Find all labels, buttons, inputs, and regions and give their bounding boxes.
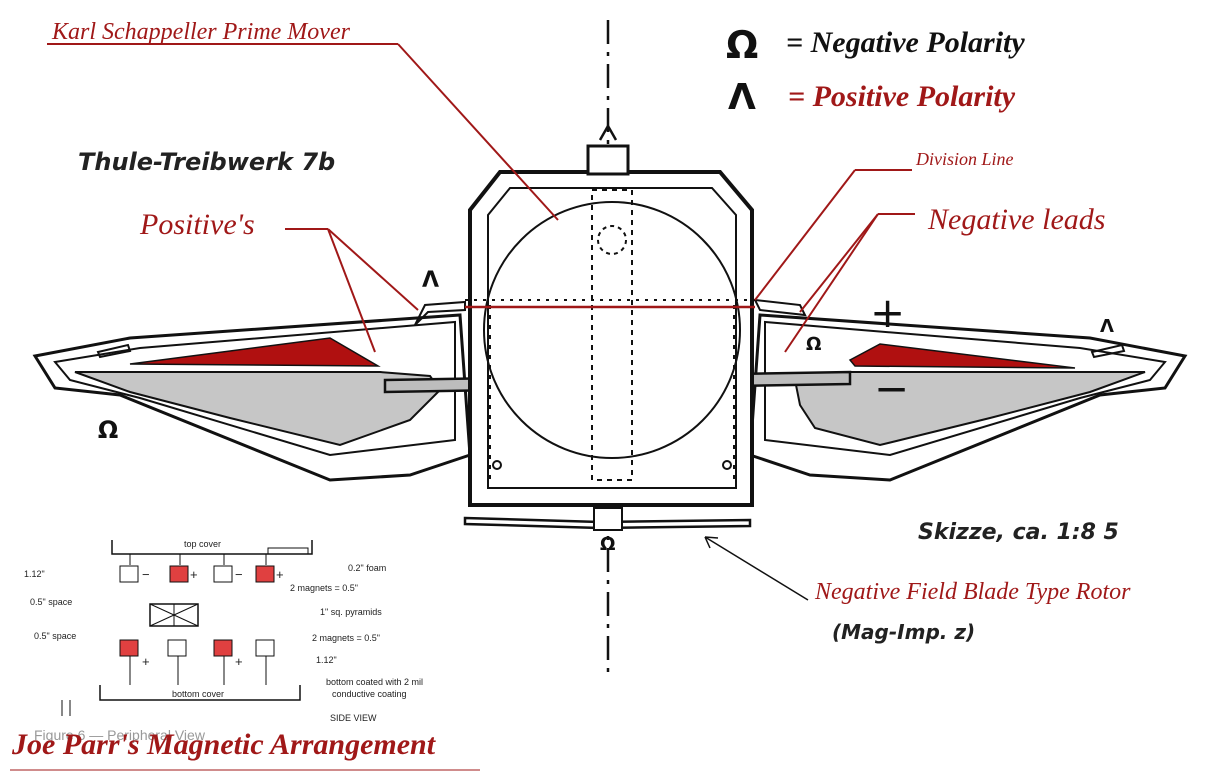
left-negative-symbol: Ω	[98, 416, 119, 444]
inset-mag-8	[255, 639, 275, 657]
leader-title-diag	[397, 43, 559, 221]
inset-dim-bottom-label: 1.12"	[316, 655, 337, 665]
inset-mag-6	[167, 639, 187, 657]
inset-plus-1: +	[190, 567, 198, 582]
shaft-ring	[597, 225, 627, 255]
leader-positives-b	[327, 228, 376, 353]
leader-neg-a	[799, 213, 879, 313]
right-wing-outline	[748, 313, 1188, 482]
sketch-title: Thule-Treibwerk 7b	[78, 148, 336, 176]
title-label: Karl Schappeller Prime Mover	[52, 19, 350, 45]
inset-magnets-top-label: 2 magnets = 0.5"	[290, 583, 358, 593]
right-negative-symbol: Ω	[806, 334, 822, 355]
central-shaft	[591, 189, 633, 481]
housing-cap	[586, 144, 630, 176]
mag-imp-label: (Mag-Imp. z)	[832, 620, 976, 644]
caption-label: Joe Parr's Magnetic Arrangement	[12, 728, 436, 761]
inset-minus-1: −	[142, 567, 150, 582]
housing-inner	[487, 187, 737, 489]
inset-coating-2: conductive coating	[332, 689, 407, 699]
division-line-label: Division Line	[916, 149, 1014, 169]
right-red-area	[848, 343, 1076, 369]
inset-bottom-cover	[99, 685, 301, 701]
inset-mag-3	[213, 565, 233, 583]
bolt-left	[492, 460, 502, 470]
right-positive-symbol: Λ	[1100, 316, 1114, 337]
inset-side-view: SIDE VIEW	[330, 713, 377, 723]
left-lead	[414, 300, 466, 326]
left-red-area	[129, 337, 381, 367]
leader-positives-a	[327, 228, 419, 311]
leader-rotor-arrow	[704, 536, 719, 549]
right-tip-blade	[1090, 343, 1126, 359]
leader-division-d	[754, 169, 856, 301]
inset-mag-1	[119, 565, 139, 583]
scale-note: Skizze, ca. 1:8 5	[918, 520, 1119, 545]
inset-figure-caption: Figure 6 — Peripheral View	[34, 727, 205, 743]
rotor-hub	[593, 507, 623, 531]
inset-foam	[267, 547, 309, 555]
left-positive-symbol: Λ	[422, 268, 440, 293]
positive-polarity-icon: Λ	[728, 77, 756, 118]
inset-mag-5	[119, 639, 139, 657]
inset-top-cover-label: top cover	[184, 539, 222, 549]
bolt-right	[722, 460, 732, 470]
negative-polarity-icon: Ω	[726, 23, 759, 67]
inset-pyramids-label: 1" sq. pyramids	[320, 607, 382, 617]
inset-dim-top-label: 1.12"	[24, 569, 45, 579]
left-tip-blade	[96, 343, 132, 359]
inset-mag-2	[169, 565, 189, 583]
inset-magnets-bottom-label: 2 magnets = 0.5"	[312, 633, 380, 643]
negative-polarity-label: = Negative Polarity	[786, 26, 1025, 59]
inset-bottom-cover-label: bottom cover	[172, 689, 225, 699]
negative-leads-label: Negative leads	[928, 203, 1106, 236]
inset-mag-7	[213, 639, 233, 657]
top-arrow	[598, 123, 618, 141]
inset-figure	[61, 540, 313, 716]
inset-plus-3: +	[142, 654, 150, 669]
inset-foam-label: 0.2" foam	[348, 563, 387, 573]
minus-sign: −	[874, 364, 910, 413]
prime-mover-circle	[483, 201, 741, 459]
left-wing-inner	[53, 320, 456, 457]
housing-outer	[468, 170, 754, 507]
leader-neg-b	[784, 213, 879, 353]
inset-pyramid-x	[149, 603, 199, 627]
left-gray-area	[74, 371, 442, 447]
inset-plus-2: +	[276, 567, 284, 582]
inset-coating-1: bottom coated with 2 mil	[326, 677, 424, 687]
left-wing-outline	[32, 313, 472, 482]
plus-sign: +	[870, 288, 906, 337]
inset-space-top-label: 0.5" space	[30, 597, 73, 607]
inset-top-cover	[111, 540, 313, 555]
leader-rotor	[704, 536, 809, 601]
inset-mag-4	[255, 565, 275, 583]
rotor-negative-symbol: Ω	[600, 534, 616, 555]
right-wing-inner	[764, 320, 1167, 457]
right-lead	[753, 298, 807, 317]
positive-polarity-label: = Positive Polarity	[788, 80, 1016, 113]
rotor-label: Negative Field Blade Type Rotor	[815, 579, 1131, 605]
positives-label: Positive's	[140, 208, 255, 241]
inset-plus-4: +	[235, 654, 243, 669]
inset-space-bottom-label: 0.5" space	[34, 631, 77, 641]
inset-minus-2: −	[235, 567, 243, 582]
